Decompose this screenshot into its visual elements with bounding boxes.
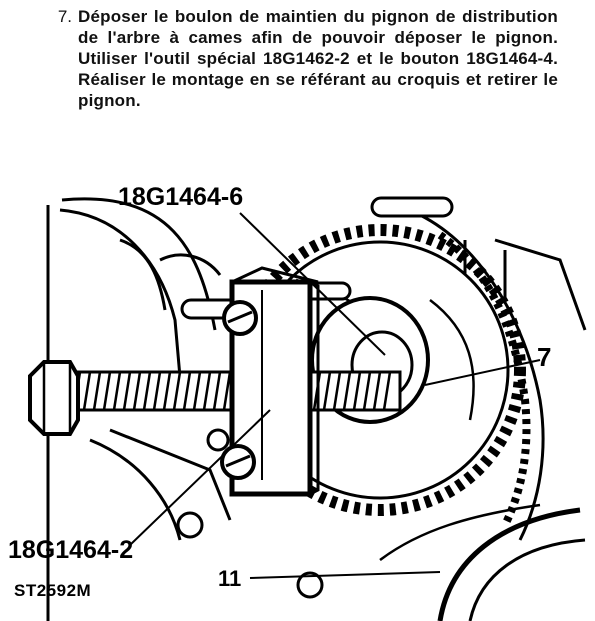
housing-bosses xyxy=(176,428,324,599)
lower-pulley xyxy=(379,503,586,621)
step-number: 7. xyxy=(57,7,72,26)
callout-tool-18g1464-6: 18G1464-6 xyxy=(118,183,244,211)
callout-tool-18g1464-2: 18G1464-2 xyxy=(8,536,134,564)
engine-housing xyxy=(46,197,587,621)
timing-belt xyxy=(419,213,545,541)
instruction-step: 7. Déposer le boulon de maintien du pign… xyxy=(14,6,574,111)
retaining-bolts xyxy=(220,300,258,480)
figure-reference-code: ST2592M xyxy=(14,581,92,600)
callout-belt-11: 11 xyxy=(218,566,242,591)
step-text: Déposer le boulon de maintien du pignon … xyxy=(78,7,558,110)
camshaft-sprocket-puller-illustration xyxy=(28,196,587,621)
leader-lines xyxy=(129,212,541,579)
callout-sprocket-7: 7 xyxy=(537,342,552,372)
